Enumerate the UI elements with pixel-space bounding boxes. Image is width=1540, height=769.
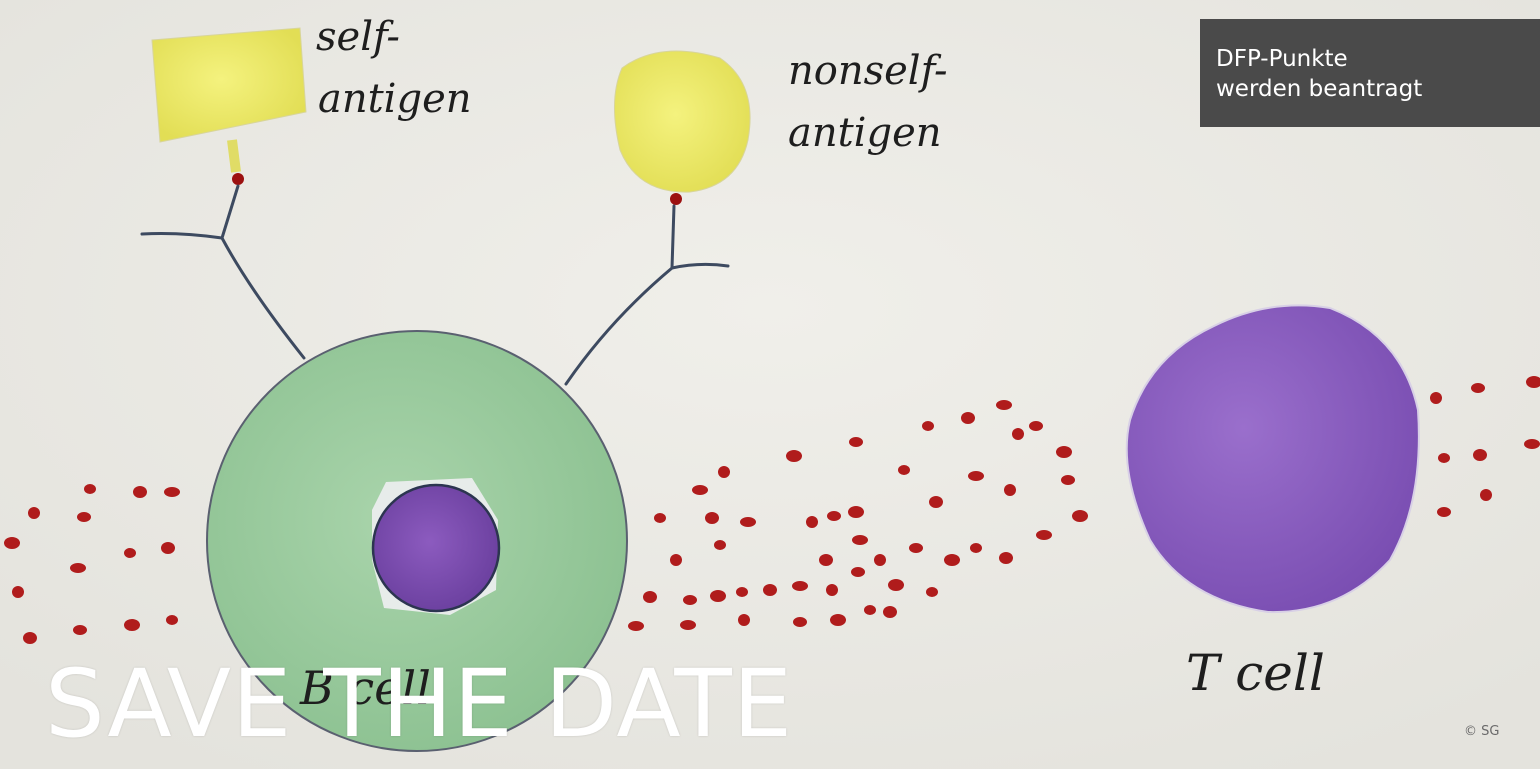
save-the-date-headline: SAVE THE DATE: [45, 650, 793, 760]
red-dot: [4, 537, 20, 549]
red-dot: [806, 516, 818, 528]
red-dot: [1480, 489, 1492, 501]
red-dot: [909, 543, 923, 553]
red-dot: [124, 548, 136, 558]
red-dot: [926, 587, 938, 597]
red-dot: [922, 421, 934, 431]
self-antigen-label-line1: self-: [316, 14, 400, 60]
red-dot: [830, 614, 846, 626]
red-dot: [968, 471, 984, 481]
red-dot: [166, 615, 178, 625]
red-dot: [161, 542, 175, 554]
red-dot: [1524, 439, 1540, 449]
red-dot: [628, 621, 644, 631]
red-dot: [996, 400, 1012, 410]
red-dot: [164, 487, 180, 497]
red-dot: [740, 517, 756, 527]
red-dot: [1072, 510, 1088, 522]
red-dot: [827, 511, 841, 521]
nonself-antigen-label-line2: antigen: [788, 110, 942, 156]
red-dot: [1012, 428, 1024, 440]
red-dot: [849, 437, 863, 447]
red-dot: [864, 605, 876, 615]
red-dot: [848, 506, 864, 518]
badge-line-2: werden beantragt: [1216, 74, 1540, 104]
red-dot: [12, 586, 24, 598]
red-dot: [944, 554, 960, 566]
red-dot: [718, 466, 730, 478]
red-dot: [736, 587, 748, 597]
red-dot: [133, 486, 147, 498]
red-dot: [1029, 421, 1043, 431]
red-dot: [77, 512, 91, 522]
nonself-antigen-label-line1: nonself-: [788, 48, 948, 94]
dfp-points-badge: DFP-Punkte werden beantragt: [1200, 19, 1540, 127]
red-dot: [84, 484, 96, 494]
red-dot: [705, 512, 719, 524]
red-dot: [970, 543, 982, 553]
red-dot: [874, 554, 886, 566]
red-dot: [710, 590, 726, 602]
red-dot: [898, 465, 910, 475]
red-dot: [883, 606, 897, 618]
red-dot: [714, 540, 726, 550]
t-cell-label: T cell: [1186, 644, 1325, 702]
red-dot: [124, 619, 140, 631]
red-dot: [1437, 507, 1451, 517]
red-dot: [888, 579, 904, 591]
red-dot: [961, 412, 975, 424]
red-dot: [786, 450, 802, 462]
red-dot: [654, 513, 666, 523]
red-dot: [738, 614, 750, 626]
red-dot: [826, 584, 838, 596]
red-dot: [73, 625, 87, 635]
red-dot: [670, 554, 682, 566]
red-dot: [1471, 383, 1485, 393]
red-dot: [793, 617, 807, 627]
red-dot: [1056, 446, 1072, 458]
red-dot: [680, 620, 696, 630]
red-dot: [692, 485, 708, 495]
red-dot: [999, 552, 1013, 564]
red-dot: [23, 632, 37, 644]
red-dot: [28, 507, 40, 519]
red-dot: [851, 567, 865, 577]
red-dot: [852, 535, 868, 545]
red-dot: [763, 584, 777, 596]
photo-credit: © SG: [1464, 724, 1499, 739]
badge-line-1: DFP-Punkte: [1216, 44, 1540, 74]
red-dot: [1036, 530, 1052, 540]
red-dot: [1438, 453, 1450, 463]
red-dot: [683, 595, 697, 605]
red-dot: [1061, 475, 1075, 485]
red-dot: [929, 496, 943, 508]
red-dot: [1004, 484, 1016, 496]
red-dot: [792, 581, 808, 591]
red-dot: [70, 563, 86, 573]
red-dot: [1430, 392, 1442, 404]
red-dot: [643, 591, 657, 603]
red-dot: [1473, 449, 1487, 461]
red-dot: [819, 554, 833, 566]
self-antigen-label-line2: antigen: [318, 76, 472, 122]
